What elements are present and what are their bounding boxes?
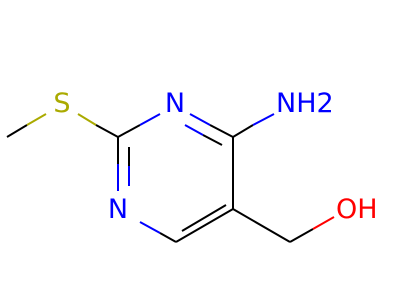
bond-n3-c4-double-colored bbox=[184, 124, 204, 136]
bond-n3-c4 bbox=[209, 124, 234, 138]
atom-nitrogen-top-label: N bbox=[165, 88, 185, 119]
bond-c6-c5 bbox=[175, 208, 234, 243]
bond-ch2-hydroxyl bbox=[289, 228, 314, 243]
bond-c4-amine bbox=[232, 124, 254, 138]
bond-c2-n3 bbox=[117, 124, 141, 138]
bond-methyl-sulfur-colored bbox=[26, 113, 47, 126]
bond-n1-c6-colored bbox=[139, 221, 161, 234]
bond-n3-c4-double bbox=[202, 134, 223, 146]
amine-group-label: NH2 bbox=[276, 88, 334, 119]
bond-c4-amine-colored bbox=[252, 113, 275, 126]
bond-sulfur-c2-colored bbox=[77, 113, 97, 126]
bond-ch2-hydroxyl-colored bbox=[312, 216, 335, 230]
atom-labels: S N N NH2 OH bbox=[53, 88, 377, 225]
bonds bbox=[6, 113, 335, 243]
atom-sulfur-label: S bbox=[53, 88, 70, 119]
bond-n1-c6 bbox=[159, 232, 177, 243]
hydroxyl-group-label: OH bbox=[336, 194, 378, 225]
bond-c5-ch2 bbox=[232, 208, 291, 243]
atom-nitrogen-bottom-label: N bbox=[108, 194, 128, 225]
bond-n3-c4-colored bbox=[189, 113, 211, 126]
bond-c6-c5-double bbox=[181, 204, 227, 232]
bond-methyl-sulfur bbox=[6, 124, 28, 138]
bond-sulfur-c2 bbox=[95, 124, 119, 138]
bond-c2-n3-colored bbox=[139, 113, 161, 126]
